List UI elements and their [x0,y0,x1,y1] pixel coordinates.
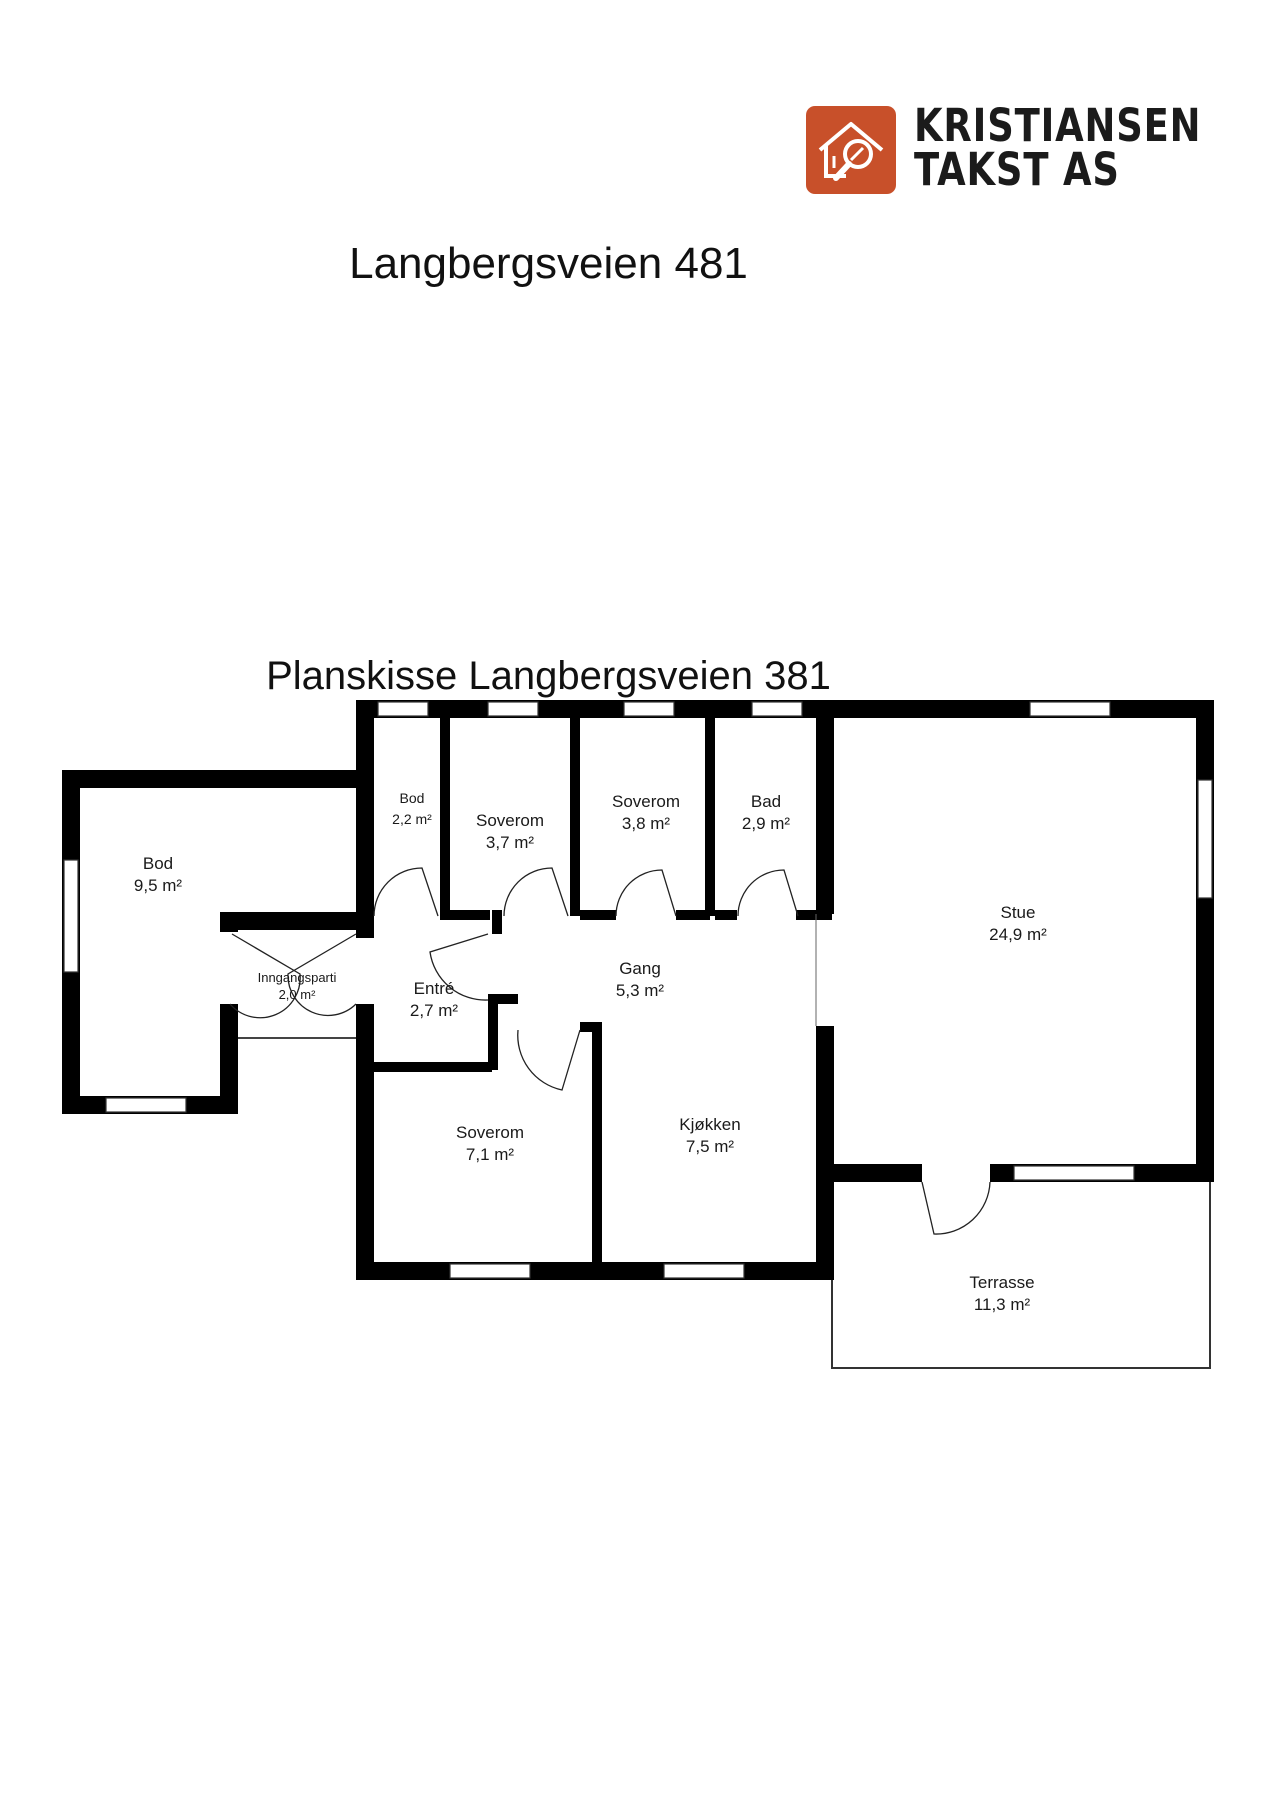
windows [63,701,1213,1279]
room-soverom-a-name: Soverom [476,811,544,830]
doors [229,867,991,1235]
room-entre-area: 2,7 m² [410,1001,459,1020]
room-soverom-b-name: Soverom [612,792,680,811]
room-terrasse-name: Terrasse [969,1273,1034,1292]
company-name-line2: TAKST AS [914,143,1120,196]
room-gang-name: Gang [619,959,661,978]
room-bod-large-name: Bod [143,854,173,873]
room-kjokken-area: 7,5 m² [686,1137,735,1156]
room-soverom-c-name: Soverom [456,1123,524,1142]
room-stue-name: Stue [1001,903,1036,922]
company-name-line1: KRISTIANSEN [914,99,1202,152]
room-bod-small-area: 2,2 m² [392,811,432,827]
room-inngangsparti-name: Inngangsparti [258,970,337,985]
room-soverom-a-area: 3,7 m² [486,833,535,852]
room-labels: Bod 9,5 m² Bod 2,2 m² Soverom 3,7 m² Sov… [134,790,1047,1314]
company-logo: KRISTIANSEN TAKST AS [806,103,1201,196]
company-name: KRISTIANSEN TAKST AS [914,99,1202,196]
room-stue-area: 24,9 m² [989,925,1047,944]
room-gang-area: 5,3 m² [616,981,665,1000]
room-inngangsparti-area: 2,0 m² [279,987,317,1002]
room-soverom-c-area: 7,1 m² [466,1145,515,1164]
room-terrasse-area: 11,3 m² [974,1295,1031,1314]
room-bad-area: 2,9 m² [742,814,791,833]
house-magnifier-icon [806,106,896,194]
room-kjokken-name: Kjøkken [679,1115,740,1134]
room-bod-small-name: Bod [400,790,425,806]
room-bad-name: Bad [751,792,781,811]
floor-plan-title: Planskisse Langbergsveien 381 [266,654,831,698]
page-title: Langbergsveien 481 [349,239,748,288]
room-bod-large-area: 9,5 m² [134,876,183,895]
room-entre-name: Entré [414,979,455,998]
room-soverom-b-area: 3,8 m² [622,814,671,833]
